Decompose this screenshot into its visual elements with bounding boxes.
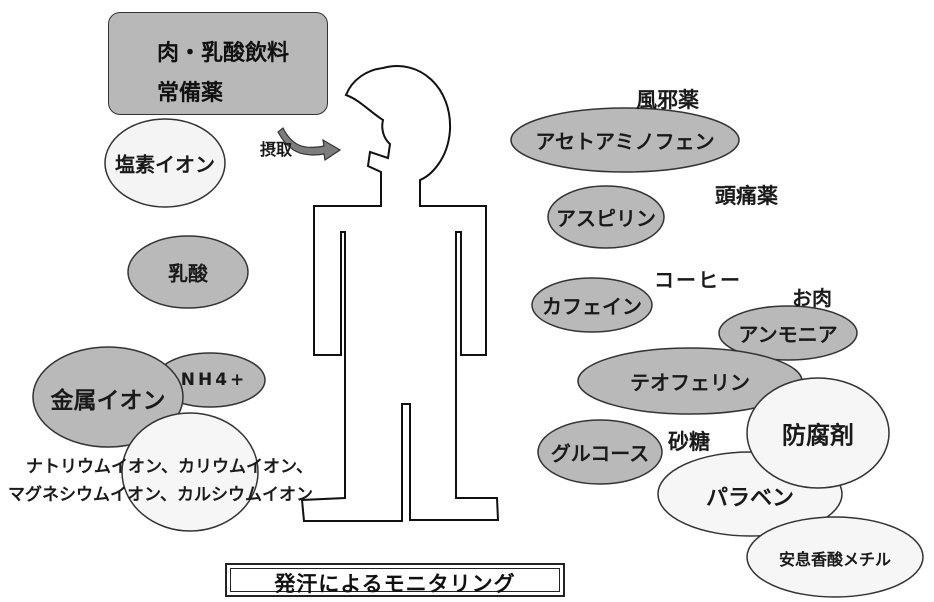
intake-line1: 肉・乳酸飲料	[157, 41, 290, 66]
theophylline-label: テオフェリン	[630, 370, 750, 395]
caffeine-label: カフェイン	[542, 294, 642, 319]
lactic-acid-ellipse	[127, 235, 249, 309]
headache-medicine-label: 頭痛薬	[715, 184, 778, 208]
sugar-label: 砂糖	[668, 430, 710, 454]
ammonia-label: アンモニア	[738, 322, 838, 347]
lactic-acid-label: 乳酸	[168, 261, 208, 286]
metal-ion-ellipse	[32, 346, 184, 448]
nh4-label: NH4+	[180, 370, 248, 390]
intake-arrow	[277, 127, 342, 162]
methyl-benzoate-label: 安息香酸メチル	[778, 550, 892, 569]
intake-box: 肉・乳酸飲料 常備薬	[108, 12, 328, 115]
chloride-ion-ellipse	[104, 118, 226, 208]
acetaminophen-ellipse	[510, 107, 740, 173]
ammonia-ellipse	[718, 305, 858, 361]
aspirin-ellipse	[547, 185, 665, 249]
cold-medicine-label: 風邪薬	[636, 88, 699, 112]
glucose-label: グルコース	[550, 441, 650, 466]
intake-label: 摂取	[260, 140, 293, 159]
ion-examples-ellipse	[121, 412, 259, 532]
human-figure	[300, 65, 500, 522]
acetaminophen-label: アセトアミノフェン	[535, 129, 715, 154]
preservative-label: 防腐剤	[782, 421, 854, 450]
caption-box: 発汗によるモニタリング	[225, 563, 565, 597]
metal-ion-label: 金属イオン	[50, 388, 166, 414]
chloride-ion-label: 塩素イオン	[115, 152, 215, 177]
caption-text: 発汗によるモニタリング	[274, 572, 516, 596]
glucose-ellipse	[537, 419, 663, 485]
paraben-label: パラベン	[705, 486, 795, 511]
aspirin-label: アスピリン	[556, 206, 656, 231]
coffee-label: コーヒー	[654, 268, 742, 292]
ion-examples-line1: ナトリウムイオン、カリウムイオン、	[26, 457, 313, 477]
methyl-benzoate-ellipse	[746, 516, 924, 598]
caffeine-ellipse	[531, 277, 653, 333]
ion-examples-line2: マグネシウムイオン、カルシウムイオン	[8, 485, 313, 505]
preservative-ellipse	[746, 377, 890, 489]
intake-line2: 常備薬	[157, 81, 224, 106]
meat-label: お肉	[792, 286, 832, 310]
